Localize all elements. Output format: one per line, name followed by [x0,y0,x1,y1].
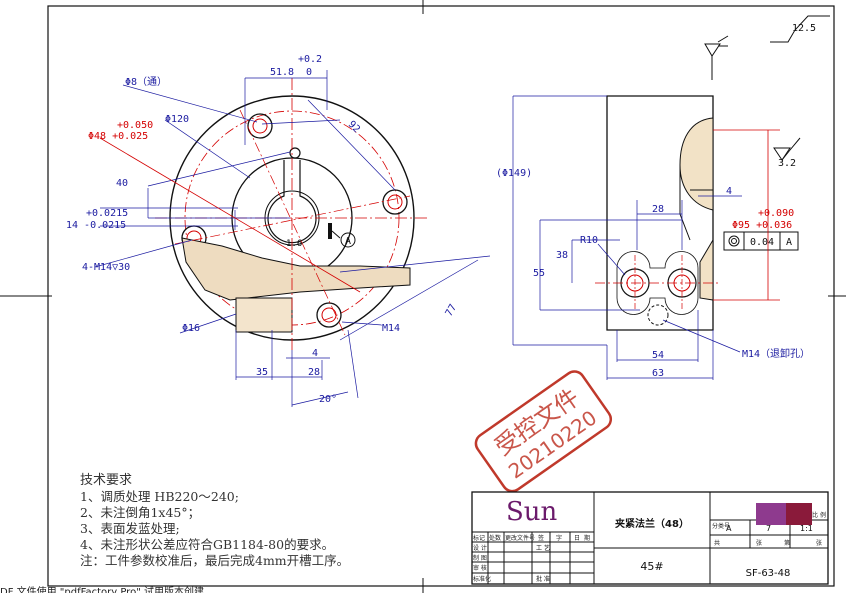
dim-92: 92 [346,119,362,135]
svg-text:日: 日 [574,535,580,542]
gdt-datum: A [786,237,792,248]
datum-mark [328,223,332,239]
stage: A [726,524,732,533]
material: 45# [640,560,663,573]
role-labels: 设 计 制 图 审 核 标准化 工 艺 批 准 [473,544,550,583]
side-dim-28: 28 [652,204,664,215]
footer-text: DF 文件使用 "pdfFactory Pro" 试用版本创建 [0,585,204,593]
tech-note: 注：工件参数校准后，最后完成4mm开槽工序。 [80,553,349,568]
svg-text:更改文件号: 更改文件号 [505,534,535,542]
roughness-top: 12.5 [792,23,816,34]
dim-angle: 20° [319,394,337,405]
dim-55: 55 [533,268,545,279]
svg-text:设 计: 设 计 [473,544,487,552]
scale: 1:1 [800,524,813,533]
dim-thread: 4-M14▽30 [82,262,130,273]
svg-text:签: 签 [538,534,544,542]
controlled-stamp: 受控文件 20210220 [474,370,613,493]
dim-m14-relief: M14（退卸孔） [742,347,810,360]
side-dim-4: 4 [726,186,732,197]
svg-text:批 准: 批 准 [536,575,550,583]
svg-text:处数: 处数 [489,534,501,542]
tech-item-1: 1、调质处理 HB220～240; [80,489,239,504]
sheet-label-2: 张 [816,539,822,547]
dim-38: 38 [556,250,568,261]
dim-28: 28 [308,367,320,378]
tech-item-3: 3、表面发蓝处理; [80,521,180,536]
label-category: 分类号 [712,522,730,530]
dim-77: 77 [444,303,460,319]
label-ratio-1: 比 [812,511,818,519]
dim-54: 54 [652,350,664,361]
tech-requirements: 技术要求 1、调质处理 HB220～240; 2、未注倒角1x45°； 3、表面… [80,473,349,568]
svg-text:工 艺: 工 艺 [536,544,550,552]
dim-tol-1: +0.0215 [86,208,128,219]
svg-text:期: 期 [584,534,590,542]
small-dim: 1.6 [286,239,302,249]
section-pocket [235,297,293,333]
designer-signature: Sun [506,497,558,527]
title-block [471,491,829,585]
dim-63: 63 [652,368,664,379]
sheet-label-1: 张 [756,539,762,547]
dim-d16: Φ16 [182,323,200,334]
roughness-symbol-top [770,15,830,43]
svg-text:审 核: 审 核 [473,564,487,572]
tech-item-2: 2、未注倒角1x45°； [80,505,200,520]
svg-text:标准化: 标准化 [473,575,491,583]
dim-d149: (Φ149) [496,168,532,179]
weight: 7 [766,524,771,533]
dim-d120: Φ120 [165,114,189,125]
datum-circle [340,232,356,248]
datum-label: A [345,236,351,247]
dim-m14: M14 [382,323,400,334]
side-dim-lines [512,95,742,380]
tech-title: 技术要求 [80,473,132,488]
sheet-total: 共 [714,539,720,547]
roughness: 3.2 [778,158,796,169]
bore-leader [99,137,361,293]
svg-text:标记: 标记 [473,534,485,542]
concentricity-icon [728,235,740,247]
dim-tol-up: +0.2 [298,54,322,65]
front-dim-lines [94,70,491,407]
gdt-value: 0.04 [750,237,774,248]
drawing-number: SF-63-48 [746,568,791,579]
dim-35: 35 [256,367,268,378]
dim-r10: R10 [580,235,598,246]
front-view: A 1.6 [66,54,491,407]
part-name: 夹紧法兰（48） [615,517,689,530]
tech-item-4: 4、未注形状公差应符合GB1184-80的要求。 [80,537,334,552]
section-slot [181,237,411,301]
dim-d95-upper: +0.090 [758,208,794,219]
dim-d95-main: Φ95 +0.036 [732,220,792,231]
dim-4: 4 [312,348,318,359]
dim-tol-2: 14 -0.0215 [66,220,126,231]
dim-bore-upper: +0.050 [117,120,153,131]
svg-text:字: 字 [556,534,562,542]
svg-text:制 图: 制 图 [473,554,487,562]
sheet-current: 第 [784,539,790,547]
dim-hole-through: Φ8（通） [125,76,167,88]
revision-headers: 标记 处数 更改文件号 签 字 日 期 [473,534,590,542]
dim-40: 40 [116,178,128,189]
roughness-symbol [773,147,791,161]
dim-tol-zero: 0 [306,67,312,78]
dim-bore-main: Φ48 +0.025 [88,131,148,142]
label-ratio-2: 例 [820,511,826,519]
bolt-holes [181,113,408,328]
dim-51-8: 51.8 [270,67,294,78]
side-view: 12.5 3.2 0.04 A [496,15,830,380]
side-hole-relief [647,304,669,326]
